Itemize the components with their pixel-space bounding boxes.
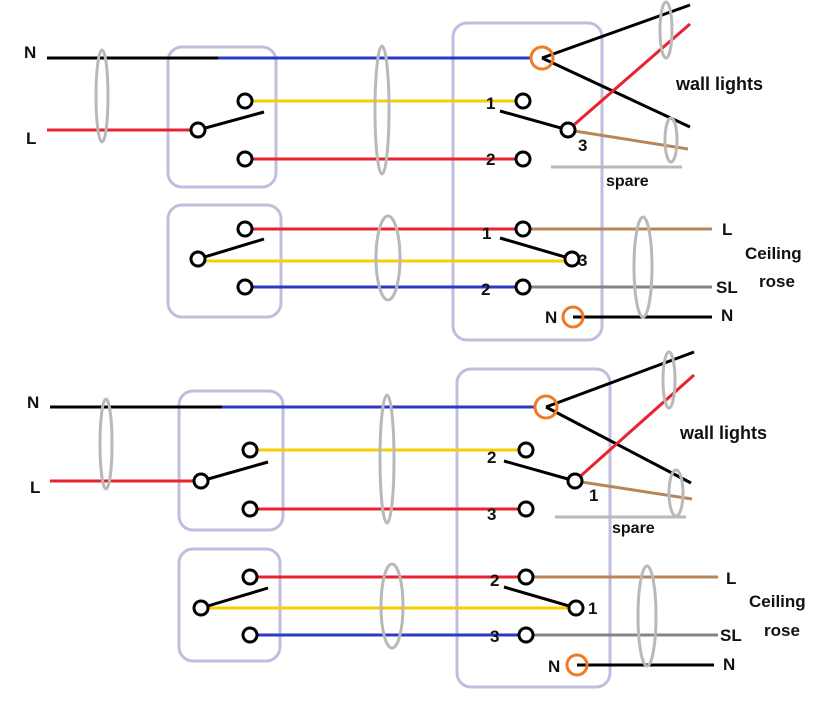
wall-light-neutral-wire	[545, 350, 695, 409]
terminal-number: 3	[487, 505, 496, 524]
switch-terminal	[236, 150, 254, 168]
neutral-terminal-label: N	[548, 657, 560, 676]
brown-wire	[574, 479, 693, 501]
junction-box-top	[451, 21, 604, 342]
wall-light-neutral-wire	[541, 3, 691, 60]
junction-terminal	[517, 568, 535, 586]
terminal-number: 1	[589, 486, 598, 505]
neutral-junction-marker	[561, 305, 585, 329]
switch-box-1-top	[166, 45, 278, 189]
switch-terminal	[236, 220, 254, 238]
switch-terminal	[189, 121, 207, 139]
switch-terminal	[189, 250, 207, 268]
neutral-junction-marker	[533, 394, 559, 420]
switch-terminal	[236, 278, 254, 296]
terminal-number: 2	[481, 280, 490, 299]
junction-switch-lever	[499, 109, 569, 132]
wall-light-live-wire	[567, 22, 691, 132]
output-neutral-label: N	[721, 306, 733, 325]
terminal-number: 2	[486, 150, 495, 169]
output-live-label: L	[726, 569, 736, 588]
cable-sleeve	[379, 562, 405, 650]
terminal-number: 2	[490, 571, 499, 590]
ceiling-rose-label: Ceiling	[749, 592, 806, 611]
switch-lever	[197, 110, 265, 132]
supply-neutral-label: N	[27, 393, 39, 412]
junction-switch-lever	[499, 236, 573, 261]
output-switched-live-label: SL	[716, 278, 738, 297]
wiring-diagram-top: N L 1 2 3 1 3 2 N wall lights spare L SL…	[24, 0, 802, 342]
junction-terminal	[514, 92, 532, 110]
terminal-number: 1	[588, 599, 597, 618]
output-neutral-label: N	[723, 655, 735, 674]
switch-terminal	[241, 626, 259, 644]
junction-box-bottom	[455, 367, 612, 689]
junction-terminal	[517, 500, 535, 518]
junction-terminal	[517, 626, 535, 644]
terminal-number: 3	[578, 251, 587, 270]
terminal-number: 1	[482, 224, 491, 243]
wall-light-neutral-wire	[545, 405, 692, 485]
junction-terminal	[514, 220, 532, 238]
wiring-diagram-bottom: N L 2 3 1 2 1 3 N wall lights spare L SL…	[27, 350, 806, 689]
switch-lever	[200, 586, 269, 610]
junction-terminal	[514, 278, 532, 296]
terminal-number: 1	[486, 94, 495, 113]
junction-terminal	[514, 150, 532, 168]
switch-terminal	[241, 568, 259, 586]
cable-sleeve	[632, 215, 654, 319]
junction-terminal	[566, 472, 584, 490]
junction-switch-lever	[503, 585, 577, 610]
terminal-number: 3	[490, 627, 499, 646]
output-switched-live-label: SL	[720, 626, 742, 645]
wall-light-neutral-wire	[541, 56, 691, 129]
cable-sleeve	[374, 214, 402, 302]
switch-lever	[197, 237, 265, 261]
brown-wire	[567, 128, 689, 151]
supply-neutral-label: N	[24, 43, 36, 62]
cable-sleeve	[663, 116, 679, 164]
junction-switch-lever	[503, 459, 576, 483]
cable-sleeve	[94, 48, 110, 144]
cable-sleeve	[661, 350, 677, 410]
switch-box-1-bottom	[177, 389, 285, 532]
ceiling-rose-label: Ceiling	[745, 244, 802, 263]
terminal-number: 2	[487, 448, 496, 467]
cable-sleeve	[98, 397, 114, 491]
ceiling-rose-label: rose	[759, 272, 795, 291]
neutral-junction-marker	[565, 653, 589, 677]
junction-terminal	[517, 441, 535, 459]
supply-live-label: L	[30, 478, 40, 497]
ceiling-rose-label: rose	[764, 621, 800, 640]
switch-terminal	[236, 92, 254, 110]
terminal-number: 3	[578, 136, 587, 155]
wall-lights-label: wall lights	[675, 74, 763, 94]
cable-sleeve	[373, 44, 391, 176]
switch-terminal	[192, 599, 210, 617]
cable-sleeve	[378, 393, 396, 525]
cable-sleeve	[667, 468, 685, 518]
spare-label: spare	[606, 173, 649, 190]
spare-label: spare	[612, 520, 655, 537]
supply-live-label: L	[26, 129, 36, 148]
switch-lever	[200, 460, 269, 483]
cable-sleeve	[658, 0, 674, 60]
cable-sleeve	[636, 564, 658, 668]
switch-terminal	[241, 500, 259, 518]
junction-terminal	[563, 250, 581, 268]
switch-terminal	[192, 472, 210, 490]
junction-terminal	[559, 121, 577, 139]
junction-terminal	[567, 599, 585, 617]
wall-lights-label: wall lights	[679, 423, 767, 443]
output-live-label: L	[722, 220, 732, 239]
switch-terminal	[241, 441, 259, 459]
neutral-terminal-label: N	[545, 308, 557, 327]
neutral-junction-marker	[529, 45, 555, 71]
switch-box-2-bottom	[177, 547, 282, 663]
